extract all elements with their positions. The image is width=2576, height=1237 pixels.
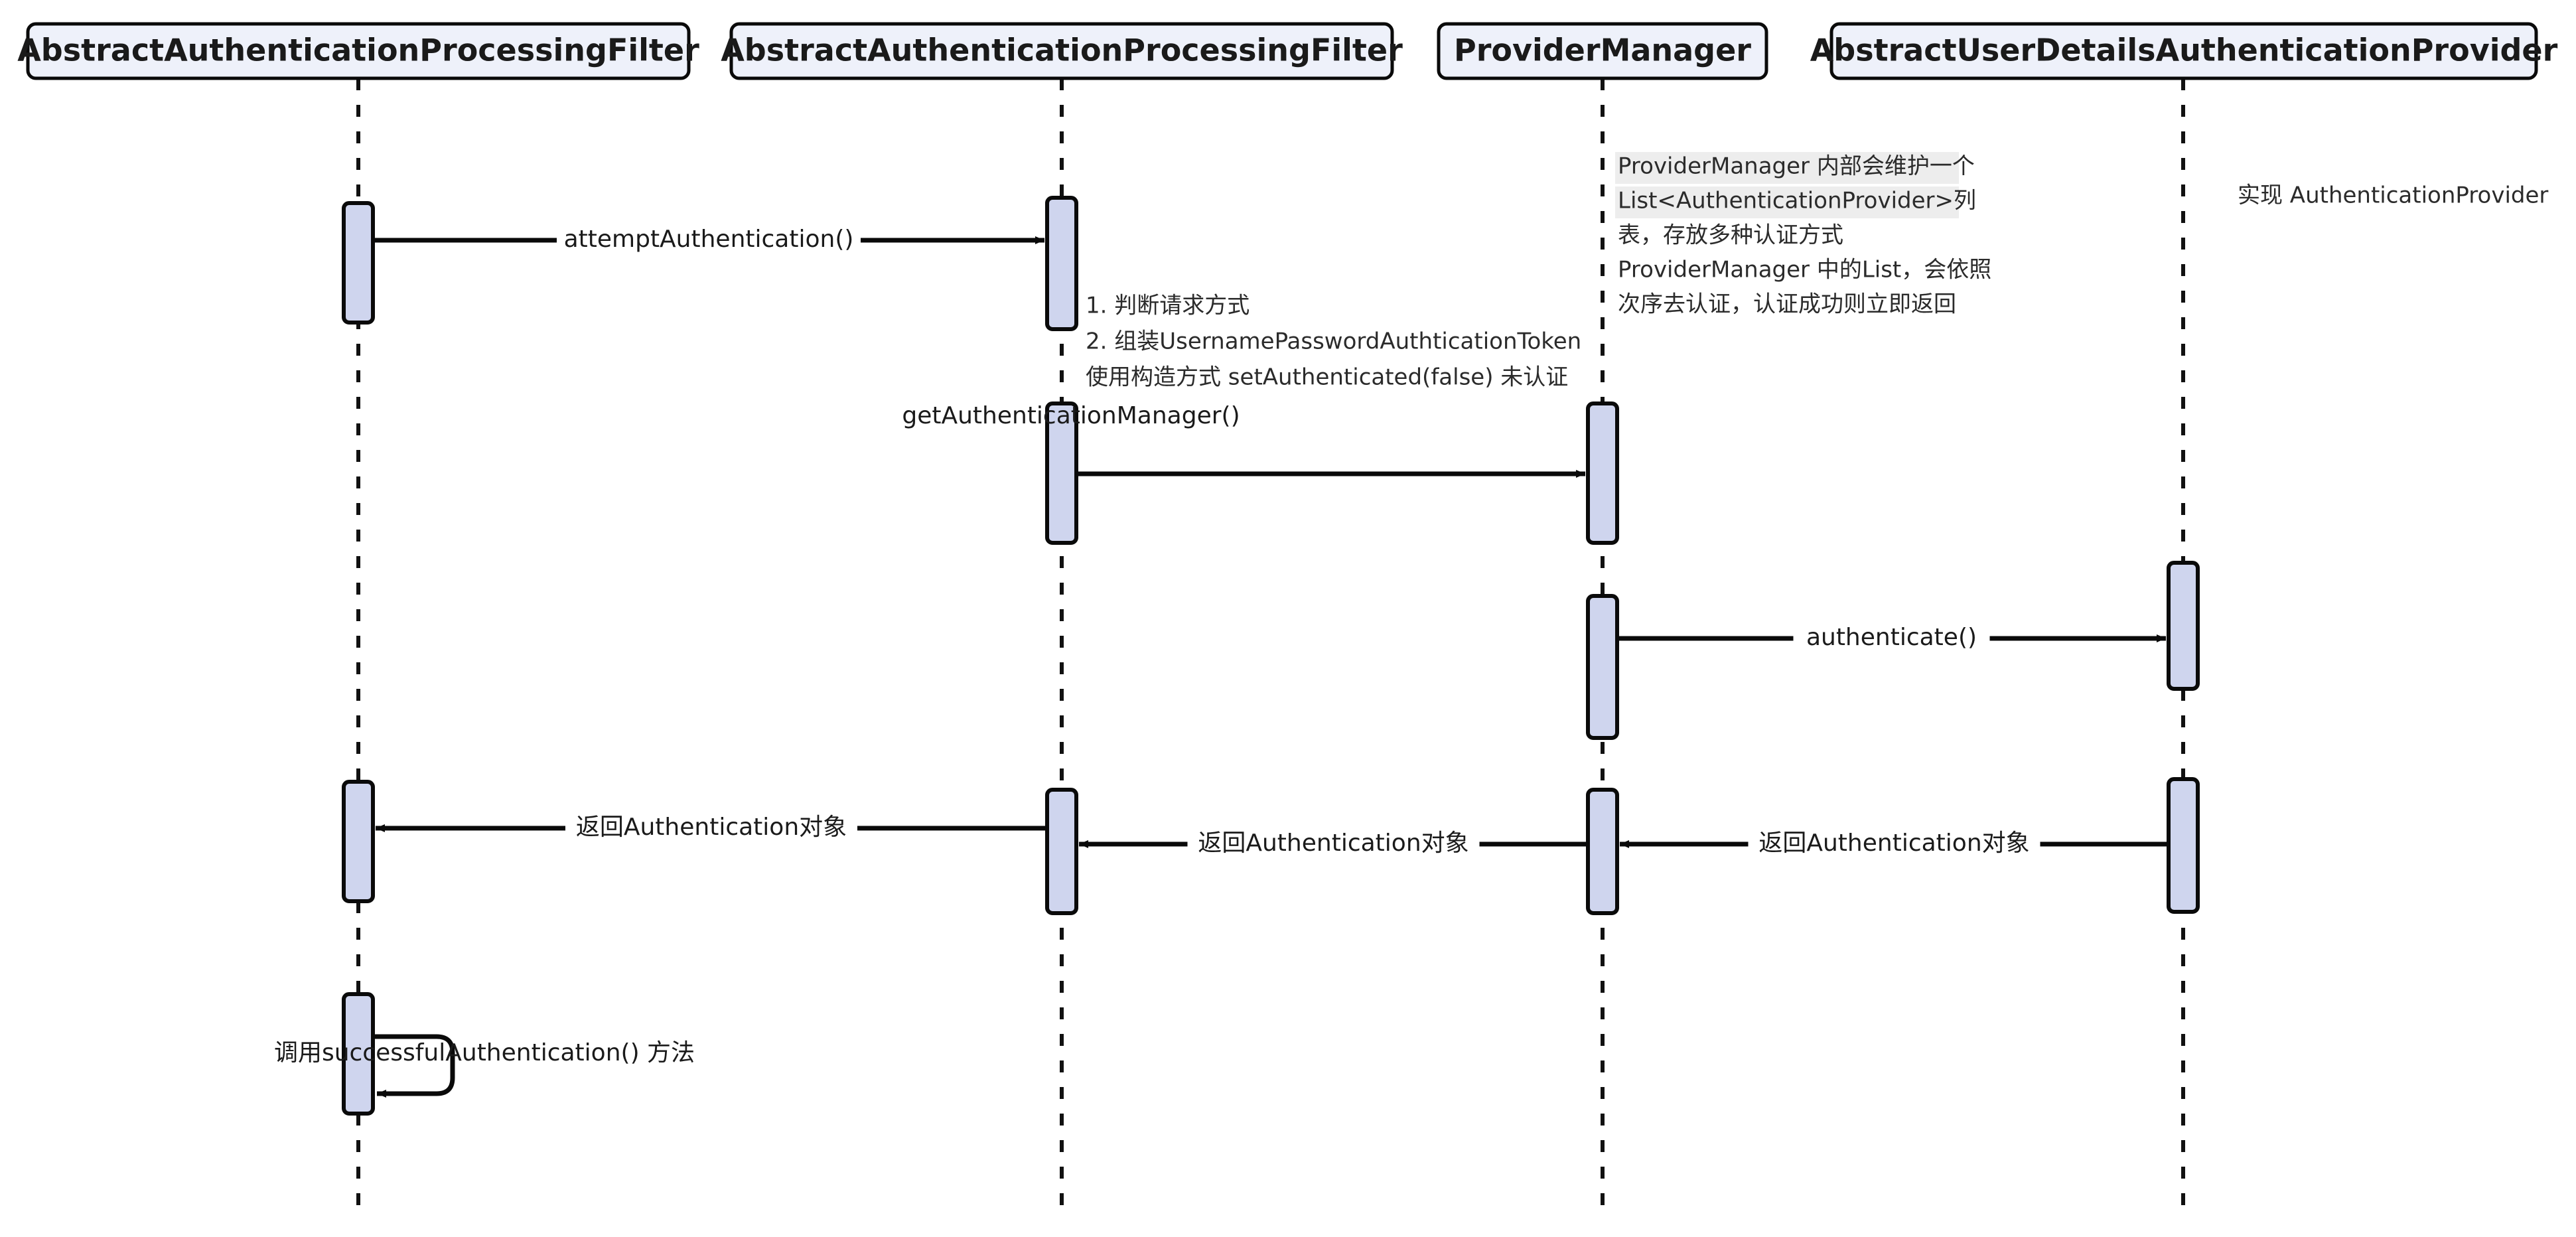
note-line: 1. 判断请求方式 bbox=[1086, 293, 1250, 319]
message-get-authentication-manager: getAuthenticationManager() bbox=[902, 402, 1585, 478]
self-message-successful-authentication: 调用successfulAuthentication() 方法 bbox=[274, 1034, 695, 1098]
note-line: 2. 组装UsernamePasswordAuthticationToken bbox=[1086, 328, 1581, 355]
participant-box bbox=[729, 22, 1394, 80]
participant-label: AbstractUserDetailsAuthenticationProvide… bbox=[1810, 33, 2558, 68]
self-message-loop bbox=[373, 1034, 455, 1098]
participant-label: AbstractAuthenticationProcessingFilter bbox=[17, 33, 699, 68]
message-return-auth-1: 返回Authentication对象 bbox=[376, 814, 1047, 841]
messages-layer: attemptAuthentication() getAuthentication… bbox=[373, 226, 2169, 857]
activation-bar-provider bbox=[2167, 561, 2200, 691]
participant-filter2[interactable]: AbstractAuthenticationProcessingFilter bbox=[721, 22, 1403, 80]
activation-bar-filter2 bbox=[1045, 196, 1078, 331]
note-line: 次序去认证，认证成功则立即返回 bbox=[1618, 291, 1956, 318]
notes-layer: 1. 判断请求方式 2. 组装UsernamePasswordAuthticati… bbox=[1086, 152, 2548, 391]
participant-provider[interactable]: AbstractUserDetailsAuthenticationProvide… bbox=[1810, 22, 2558, 80]
note-line: ProviderManager 内部会维护一个 bbox=[1618, 153, 1975, 180]
activation-bar-filter1 bbox=[342, 780, 375, 903]
note-line: 实现 AuthenticationProvider bbox=[2238, 182, 2548, 209]
activation-bar-providermanager bbox=[1586, 594, 1619, 740]
message-label: attemptAuthentication() bbox=[564, 226, 854, 253]
note-line: ProviderManager 中的List，会依照 bbox=[1618, 257, 1991, 283]
activation-bar-providermanager bbox=[1586, 401, 1619, 545]
message-authenticate: authenticate() bbox=[1617, 624, 2166, 651]
self-message-label: 调用successfulAuthentication() 方法 bbox=[274, 1039, 695, 1066]
participants-layer: AbstractAuthenticationProcessingFilter Ab… bbox=[17, 22, 2558, 80]
note-line: 表，存放多种认证方式 bbox=[1618, 222, 1843, 249]
participant-providermanager[interactable]: ProviderManager bbox=[1437, 22, 1768, 80]
activation-bar-filter1 bbox=[342, 992, 375, 1116]
activation-bar-filter1 bbox=[342, 201, 375, 325]
self-messages-layer: 调用successfulAuthentication() 方法 bbox=[274, 1034, 695, 1098]
message-label: 返回Authentication对象 bbox=[1198, 830, 1468, 857]
participant-box bbox=[26, 22, 691, 80]
participant-box bbox=[1829, 22, 2538, 80]
message-attempt-authentication: attemptAuthentication() bbox=[373, 226, 1044, 253]
participant-filter1[interactable]: AbstractAuthenticationProcessingFilter bbox=[17, 22, 699, 80]
activations-layer bbox=[342, 196, 2200, 1116]
note-line: 使用构造方式 setAuthenticated(false) 未认证 bbox=[1086, 364, 1568, 391]
activation-bar-filter2 bbox=[1045, 788, 1078, 915]
note-note-providermanager: ProviderManager 内部会维护一个 List<Authenticati… bbox=[1615, 152, 1991, 318]
note-line: List<AuthenticationProvider>列 bbox=[1618, 188, 1976, 214]
activation-bar-provider bbox=[2167, 777, 2200, 914]
note-highlight bbox=[1615, 152, 1959, 184]
participant-label: AbstractAuthenticationProcessingFilter bbox=[721, 33, 1403, 68]
participant-label: ProviderManager bbox=[1454, 33, 1751, 68]
message-label: authenticate() bbox=[1806, 624, 1977, 651]
message-return-auth-2: 返回Authentication对象 bbox=[1079, 830, 1588, 857]
message-label: 返回Authentication对象 bbox=[1758, 830, 2029, 857]
message-label: getAuthenticationManager() bbox=[902, 402, 1240, 429]
note-note-provider: 实现 AuthenticationProvider bbox=[2238, 182, 2548, 209]
message-label: 返回Authentication对象 bbox=[576, 814, 847, 841]
note-note-filter2: 1. 判断请求方式 2. 组装UsernamePasswordAuthticati… bbox=[1086, 293, 1581, 391]
participant-box bbox=[1437, 22, 1768, 80]
message-return-auth-3: 返回Authentication对象 bbox=[1620, 830, 2169, 857]
note-highlight bbox=[1615, 186, 1959, 218]
activation-bar-providermanager bbox=[1586, 788, 1619, 915]
